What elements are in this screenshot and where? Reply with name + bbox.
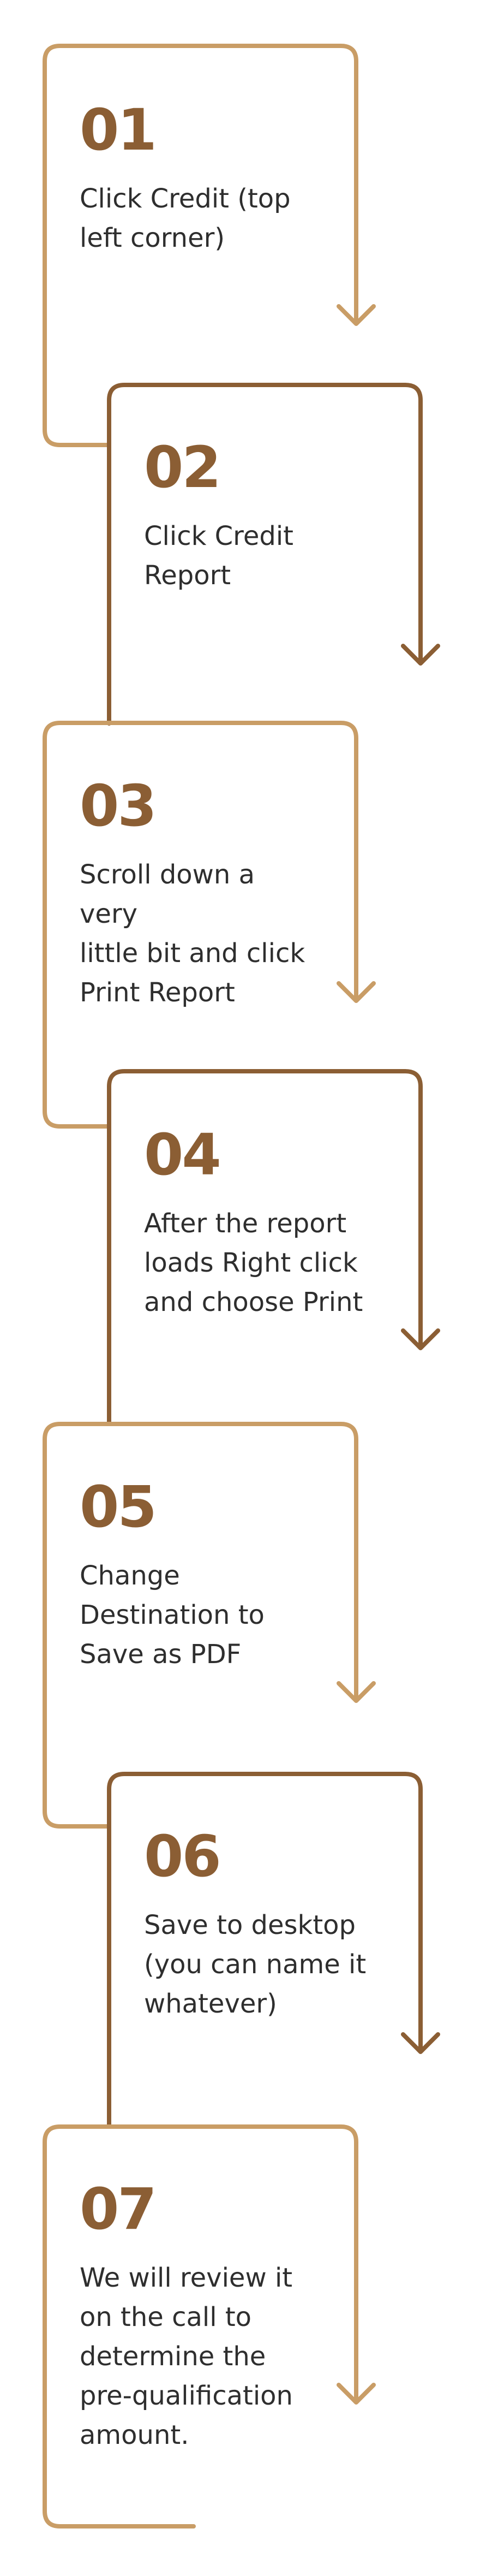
step-03-number: 03 <box>80 773 157 839</box>
step-02: 02 Click Credit Report <box>144 439 379 595</box>
step-07-frame <box>43 2124 358 2528</box>
step-01-arrow-icon <box>337 304 376 326</box>
step-04-number: 04 <box>144 1121 221 1188</box>
step-02-arrow-icon <box>401 644 440 666</box>
step-06-frame <box>107 1772 423 2129</box>
step-03-arrow-icon <box>337 981 376 1003</box>
step-05-arrow-icon <box>337 1681 376 1703</box>
step-06-number: 06 <box>144 1823 221 1890</box>
step-06-arrow-icon <box>401 2032 440 2054</box>
step-05: 05 Change Destination to Save as PDF <box>80 1479 314 1674</box>
step-02-number: 02 <box>144 434 221 501</box>
step-03-frame <box>43 721 358 1129</box>
step-03: 03 Scroll down a very little bit and cli… <box>80 777 314 1012</box>
step-02-frame <box>107 383 423 726</box>
step-05-number: 05 <box>80 1474 157 1540</box>
step-07-number: 07 <box>80 2176 157 2242</box>
step-01-number: 01 <box>80 97 157 163</box>
step-06-text: Save to desktop (you can name it whateve… <box>144 1910 367 2019</box>
step-05-text: Change Destination to Save as PDF <box>80 1560 265 1670</box>
step-04-arrow-icon <box>401 1328 440 1350</box>
step-07: 07 We will review it on the call to dete… <box>80 2181 314 2455</box>
step-04-text: After the report loads Right click and c… <box>144 1208 363 1317</box>
step-07-text: We will review it on the call to determi… <box>80 2263 293 2450</box>
step-04-frame <box>107 1069 423 1426</box>
step-04: 04 After the report loads Right click an… <box>144 1126 379 1322</box>
step-01-frame <box>43 44 358 447</box>
step-05-frame <box>43 1422 358 1829</box>
step-01: 01 Click Credit (top left corner) <box>80 102 314 258</box>
step-06: 06 Save to desktop (you can name it what… <box>144 1828 379 2023</box>
step-02-text: Click Credit Report <box>144 521 293 591</box>
step-03-text: Scroll down a very little bit and click … <box>80 859 305 1008</box>
step-07-arrow-icon <box>337 2383 376 2405</box>
step-01-text: Click Credit (top left corner) <box>80 183 291 253</box>
